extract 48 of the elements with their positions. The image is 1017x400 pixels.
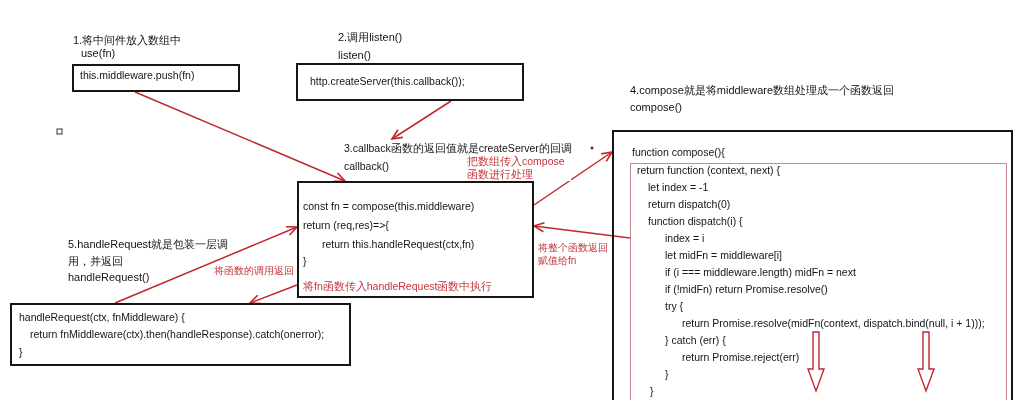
code-box (612, 130, 1013, 400)
code-line: function dispatch(i) { (648, 214, 743, 228)
code-box (10, 303, 351, 366)
step-heading: 2.调用listen() (338, 30, 403, 44)
code-line: } (650, 384, 654, 398)
code-line: } catch (err) { (665, 333, 726, 347)
code-line: return dispatch(0) (648, 197, 731, 211)
arrow (533, 151, 613, 206)
function-name: callback() (344, 159, 389, 173)
code-box (297, 181, 534, 298)
inner-code-box (630, 163, 1007, 400)
code-line: const fn = compose(this.middleware) (303, 199, 475, 213)
function-name: listen() (338, 48, 371, 62)
code-line: return fnMiddleware(ctx).then(handleResponse).catch(onerror); (30, 327, 325, 341)
code-line: return (req,res)=>{ (303, 218, 389, 232)
step-heading: 3.callback函数的返回值就是createServer的回调 (344, 141, 572, 155)
edge-label: 把数组传入compose函数进行处理 (467, 155, 571, 181)
arrow (533, 222, 631, 239)
code-line: function compose(){ (632, 145, 725, 159)
code-line: return function (context, next) { (637, 163, 780, 177)
function-name: compose() (630, 100, 682, 114)
code-line: return Promise.reject(err) (682, 350, 800, 364)
arrow (134, 91, 346, 183)
step-heading: 4.compose就是将middleware数组处理成一个函数返回 (630, 83, 895, 97)
code-line: } (665, 367, 669, 381)
code-line: return Promise.resolve(midFn(context, dispatch.bind(null, i + 1))); (682, 316, 985, 330)
edge-label: 将fn函数传入handleRequest函数中执行 (303, 280, 493, 293)
arrow (391, 100, 452, 140)
code-box (296, 63, 524, 101)
code-line: if (!midFn) return Promise.resolve() (665, 282, 828, 296)
function-name: use(fn) (81, 46, 116, 60)
code-line: } (19, 345, 23, 359)
code-line: handleRequest(ctx, fnMiddleware) { (19, 310, 185, 324)
edge-label: 将函数的调用返回 (214, 264, 294, 277)
code-line: if (i === middleware.length) midFn = next (665, 265, 856, 279)
arrow (114, 225, 298, 304)
code-line: return this.handleRequest(ctx,fn) (322, 237, 475, 251)
arrow (249, 284, 298, 305)
code-line: let index = -1 (648, 180, 709, 194)
code-line: index = i (665, 231, 705, 245)
function-name: handleRequest() (68, 270, 150, 284)
code-line: let midFn = middleware[i] (665, 248, 782, 262)
step-heading: 1.将中间件放入数组中 (73, 33, 182, 47)
code-line: http.createServer(this.callback()); (310, 74, 465, 88)
code-box (72, 64, 240, 92)
code-line: try { (665, 299, 684, 313)
code-line: } (303, 254, 307, 268)
code-line: this.middleware.push(fn) (80, 68, 195, 82)
